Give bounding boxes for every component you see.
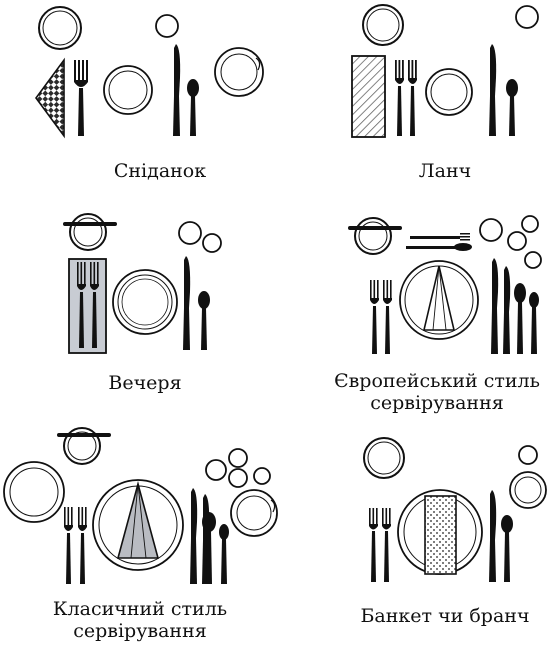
dinner-plate-icon: [426, 69, 472, 115]
dinner-plate-icon: [113, 270, 177, 334]
caption-line: Банкет чи бранч: [345, 605, 545, 627]
fork-icon: [382, 508, 391, 582]
dinner-setting: [55, 205, 235, 365]
butter-knife-icon: [57, 433, 111, 437]
knife-icon: [491, 258, 498, 354]
saucer-icon: [510, 472, 546, 508]
knife-icon: [190, 488, 197, 584]
caption-line: Сніданок: [60, 160, 260, 182]
fork-icon: [78, 507, 87, 584]
spoon-icon: [198, 291, 210, 350]
knife-icon: [489, 44, 496, 136]
fork-icon: [395, 60, 404, 136]
caption-line: Ланч: [340, 160, 547, 182]
fork-icon: [370, 280, 379, 354]
european-setting: [345, 205, 545, 367]
caption-line: Європейський стиль: [327, 370, 547, 392]
bread-plate-icon: [364, 438, 404, 478]
fork-icon: [369, 508, 378, 582]
lunch-setting: [340, 0, 547, 150]
dinner-plate-icon: [104, 66, 152, 114]
glass-icon: [519, 446, 537, 464]
saucer-icon: [215, 48, 263, 96]
bread-plate-icon: [39, 7, 81, 49]
knife-icon: [173, 44, 180, 136]
glass-icon: [480, 216, 541, 268]
napkin-icon: [36, 60, 64, 136]
bread-plate-icon: [70, 214, 106, 250]
fork-icon: [74, 60, 88, 136]
caption-line: сервірування: [30, 620, 250, 642]
glass-icon: [206, 449, 270, 487]
dessert-spoon-icon: [406, 243, 472, 251]
glass-icon: [516, 6, 538, 28]
caption-classic: Класичний стиль сервірування: [30, 598, 250, 642]
napkin-icon: [352, 56, 385, 137]
classic-setting: [0, 425, 285, 595]
caption-banquet: Банкет чи бранч: [345, 605, 545, 627]
bread-plate-icon: [355, 218, 391, 254]
napkin-icon: [69, 259, 106, 353]
caption-dinner: Вечеря: [55, 372, 235, 394]
spoon-icon: [514, 283, 526, 354]
spoon-icon: [501, 515, 513, 582]
caption-line: сервірування: [327, 392, 547, 414]
caption-line: Класичний стиль: [30, 598, 250, 620]
glass-icon: [179, 222, 221, 252]
spoon-icon: [529, 292, 539, 354]
butter-knife-icon: [348, 226, 402, 230]
caption-breakfast: Сніданок: [60, 160, 260, 182]
spoon-icon: [187, 79, 199, 136]
caption-european: Європейський стиль сервірування: [327, 370, 547, 414]
breakfast-setting: [30, 0, 280, 150]
butter-knife-icon: [63, 222, 117, 226]
spoon-icon: [506, 79, 518, 136]
fork-icon: [408, 60, 417, 136]
napkin-icon: [425, 496, 456, 574]
glass-icon: [156, 15, 178, 37]
fork-icon: [383, 280, 392, 354]
spoon-icon: [219, 524, 229, 584]
banquet-setting: [355, 425, 547, 590]
caption-line: Вечеря: [55, 372, 235, 394]
caption-lunch: Ланч: [340, 160, 547, 182]
knife-icon: [503, 266, 510, 354]
charger-plate-icon: [4, 462, 64, 522]
fork-icon: [64, 507, 73, 584]
bread-plate-icon: [363, 5, 403, 45]
knife-icon: [183, 256, 190, 350]
saucer-icon: [231, 490, 277, 536]
dessert-fork-icon: [410, 233, 470, 241]
knife-icon: [489, 490, 496, 582]
